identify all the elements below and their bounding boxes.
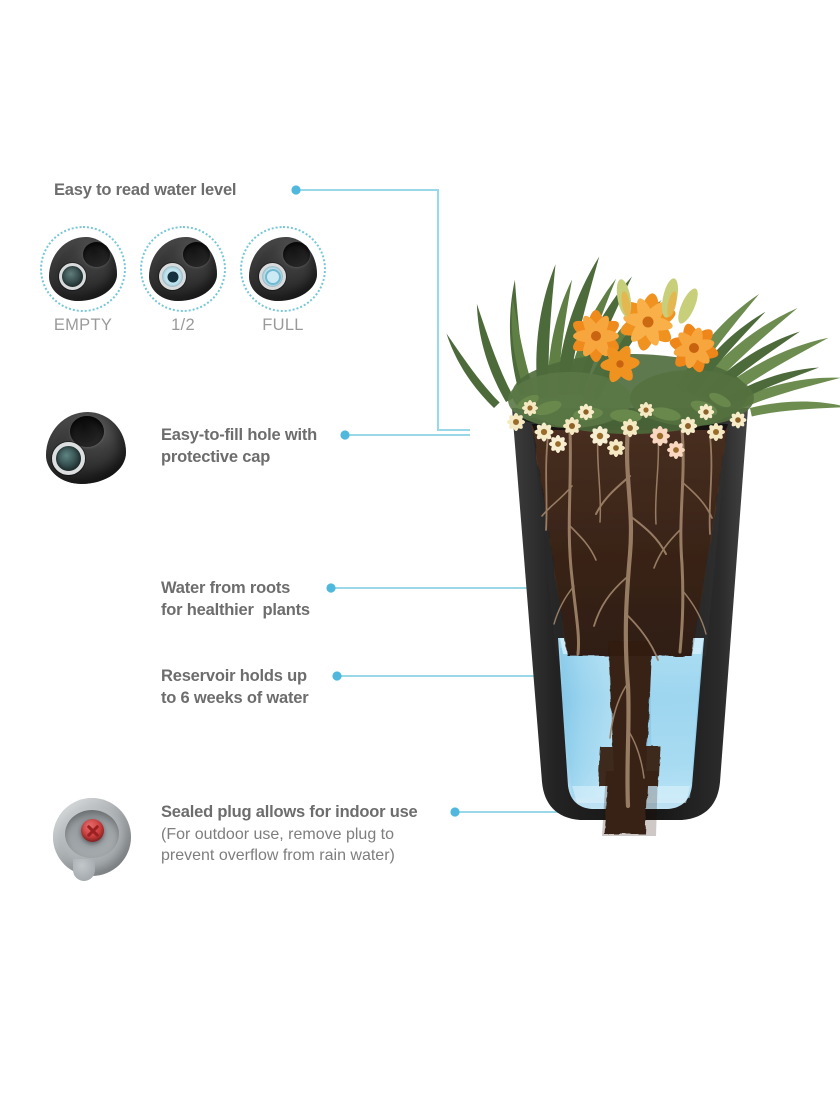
dotted-ring-icon	[240, 226, 326, 312]
water-gauge-icon	[49, 237, 117, 301]
callout-plug-line2: (For outdoor use, remove plug to	[161, 825, 395, 843]
gauge-window-icon	[52, 442, 85, 475]
callout-sealed-plug: Sealed plug allows for indoor use (For o…	[161, 802, 418, 867]
callout-fill-hole-line1: Easy-to-fill hole with	[161, 426, 318, 444]
gauge-window-full	[259, 263, 286, 290]
water-level-heading: Easy to read water level	[54, 181, 237, 199]
water-gauge-empty	[40, 226, 126, 312]
callout-water-from-roots: Water from roots for healthier plants	[161, 578, 310, 622]
water-gauge-icon	[249, 237, 317, 301]
water-gauge-icon	[149, 237, 217, 301]
callout-reservoir: Reservoir holds up to 6 weeks of water	[161, 666, 309, 710]
self-watering-planter-illustration	[420, 186, 840, 846]
sealed-plug-icon	[53, 798, 131, 881]
callout-reservoir-line2: to 6 weeks of water	[161, 688, 309, 707]
gauge-window-half	[159, 263, 186, 290]
callout-fill-hole-line2: protective cap	[161, 447, 271, 466]
gauge-label-full: FULL	[262, 316, 304, 334]
dotted-ring-icon	[140, 226, 226, 312]
gauge-label-half: 1/2	[171, 316, 195, 334]
water-gauge-full	[240, 226, 326, 312]
callout-fill-hole: Easy-to-fill hole with protective cap	[161, 425, 317, 469]
callout-reservoir-line1: Reservoir holds up	[161, 667, 307, 685]
protective-cap-icon	[70, 416, 104, 447]
fill-hole-icon	[44, 406, 128, 490]
callout-roots-line1: Water from roots	[161, 579, 291, 597]
gauge-label-empty: EMPTY	[53, 316, 113, 334]
red-plug-icon	[81, 819, 104, 842]
plug-tab-icon	[73, 859, 95, 881]
callout-plug-line1: Sealed plug allows for indoor use	[161, 803, 418, 821]
callout-plug-line3: prevent overflow from rain water)	[161, 847, 395, 865]
callout-roots-line2: for healthier plants	[161, 600, 310, 619]
gauge-window-empty	[59, 263, 86, 290]
water-gauge-half	[140, 226, 226, 312]
dotted-ring-icon	[40, 226, 126, 312]
